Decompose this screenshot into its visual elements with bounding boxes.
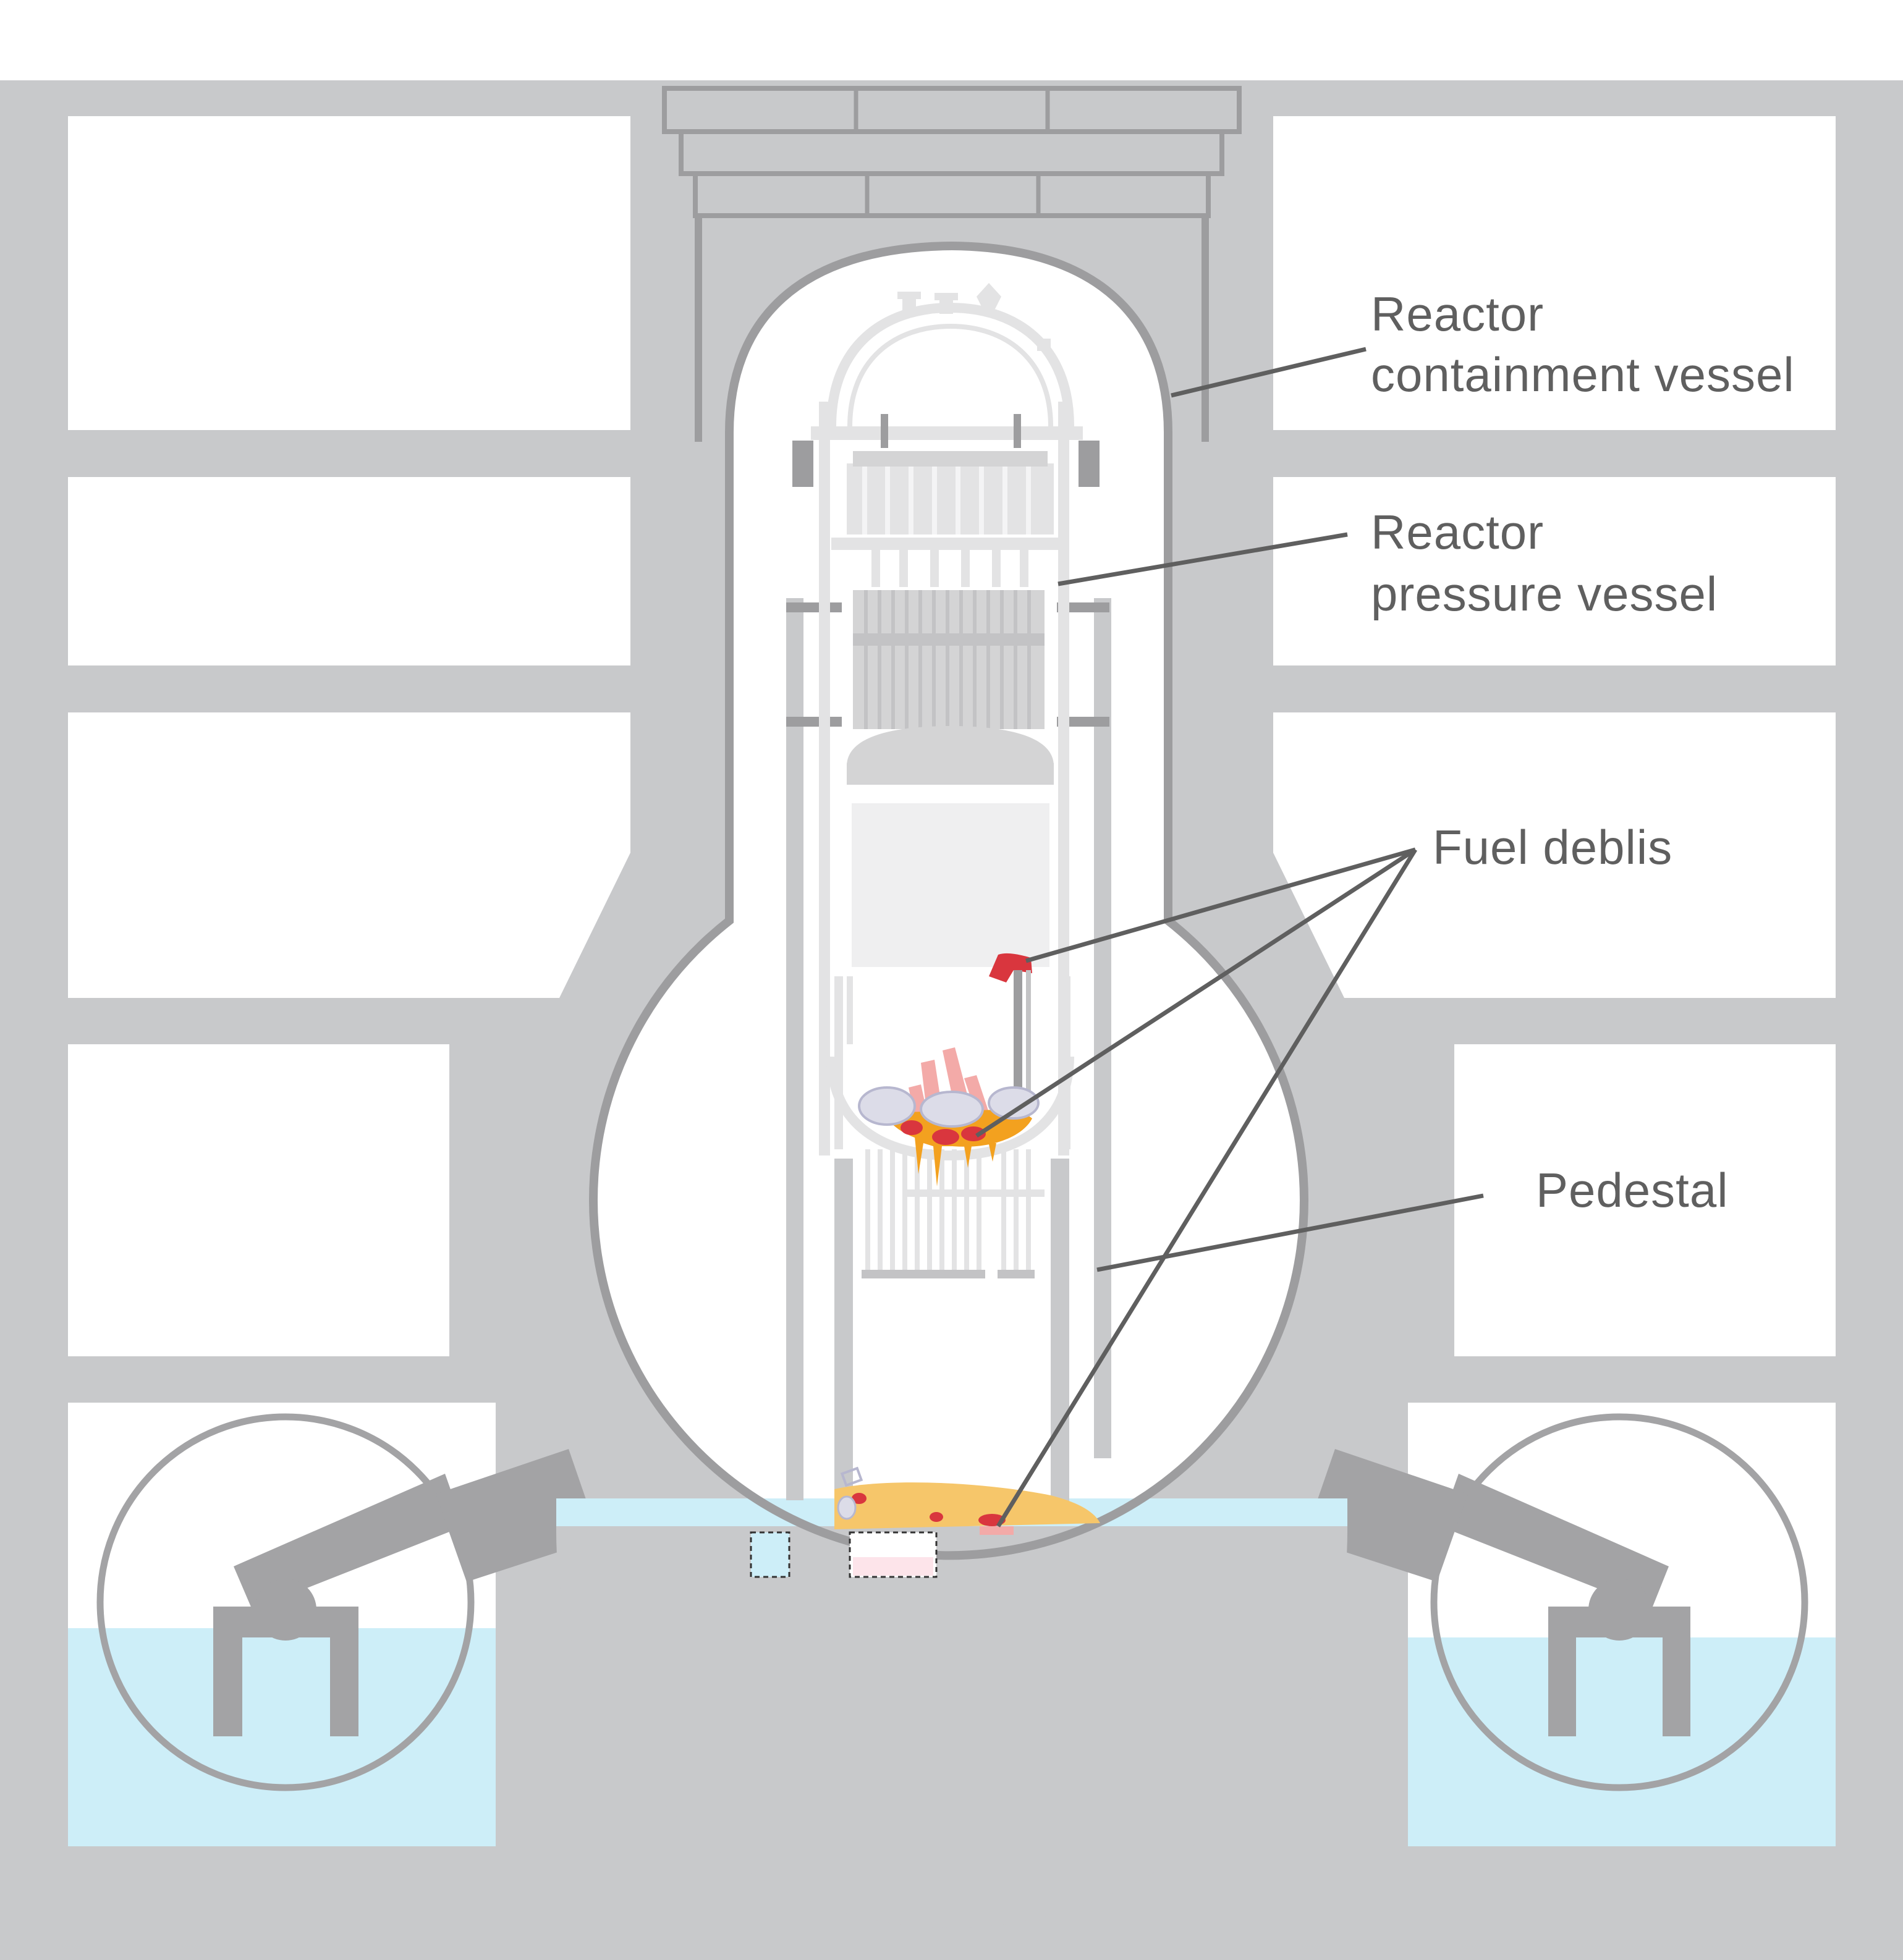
leader-pressure [1057,532,1348,586]
room-left-2 [68,477,630,665]
room-right-2 [1273,477,1836,665]
leader-lines [975,347,1484,1527]
leader-containment [1171,347,1367,398]
fuel-debris-pedestal [750,1466,1100,1578]
room-right-4 [1454,1044,1836,1356]
pressure-vessel [792,283,1100,1278]
label-fuel-debris: Fuel deblis [1433,820,1672,874]
room-left-1 [68,116,630,430]
label-pressure-line1: Reactor [1371,505,1544,559]
leader-debris-1 [1025,847,1416,963]
fuel-debris-rpv [858,953,1040,1186]
label-containment-line1: Reactor [1371,287,1544,341]
suppression-chamber-right [1304,1413,1836,1846]
labels: Reactor containment vessel Reactor press… [1371,287,1795,1217]
room-left-4 [68,1044,449,1356]
label-pressure-line2: pressure vessel [1371,567,1718,621]
leader-pedestal [1096,1193,1484,1272]
leader-debris-2 [975,848,1417,1138]
leader-debris-3 [996,848,1417,1527]
room-right-1 [1273,116,1836,430]
pedestal [786,598,1111,1502]
label-containment-line2: containment vessel [1371,347,1795,402]
room-left-3 [68,712,630,998]
label-pedestal: Pedestal [1536,1163,1729,1217]
room-right-3 [1273,712,1836,998]
